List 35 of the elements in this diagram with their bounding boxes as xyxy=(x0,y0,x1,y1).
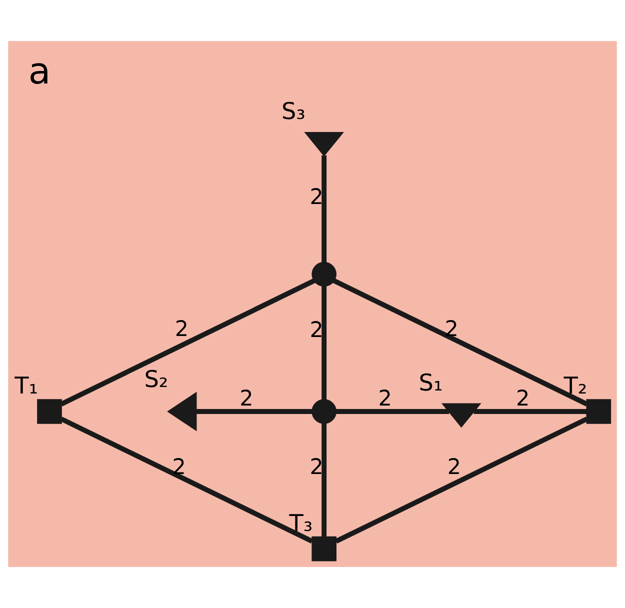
node-triangle xyxy=(441,403,482,428)
edge-label: 2 xyxy=(516,386,530,412)
edge-label: 2 xyxy=(174,316,189,342)
connector xyxy=(322,286,327,400)
edge-label: 2 xyxy=(310,455,324,480)
node-triangle xyxy=(304,132,344,156)
node-label: T₁ xyxy=(14,374,38,400)
node-label: T₃ xyxy=(289,510,313,537)
connector xyxy=(335,416,588,544)
connector xyxy=(60,416,314,544)
node-triangle xyxy=(167,392,197,432)
node-circle xyxy=(312,399,336,424)
edge-label: 2 xyxy=(172,455,186,480)
node-box xyxy=(312,536,336,562)
edge-label: 2 xyxy=(310,185,324,210)
connector xyxy=(474,409,587,414)
connector xyxy=(196,409,312,414)
connector xyxy=(322,423,327,537)
edge-label: 2 xyxy=(444,316,458,342)
diagram-title: a xyxy=(28,49,51,92)
node-circle xyxy=(312,262,336,287)
connector xyxy=(332,278,588,406)
edge-label: 2 xyxy=(447,455,462,480)
edge-label: 2 xyxy=(378,386,392,412)
connector xyxy=(322,155,327,263)
connector xyxy=(336,409,450,414)
node-label: S₃ xyxy=(281,99,306,126)
node-box xyxy=(586,399,612,424)
node-label: S₁ xyxy=(418,370,443,396)
connector xyxy=(60,278,316,406)
edge-label: 2 xyxy=(310,318,324,343)
node-box xyxy=(37,399,62,424)
node-label: S₂ xyxy=(144,367,168,394)
node-label: T₂ xyxy=(564,374,588,400)
edge-label: 2 xyxy=(240,386,254,412)
